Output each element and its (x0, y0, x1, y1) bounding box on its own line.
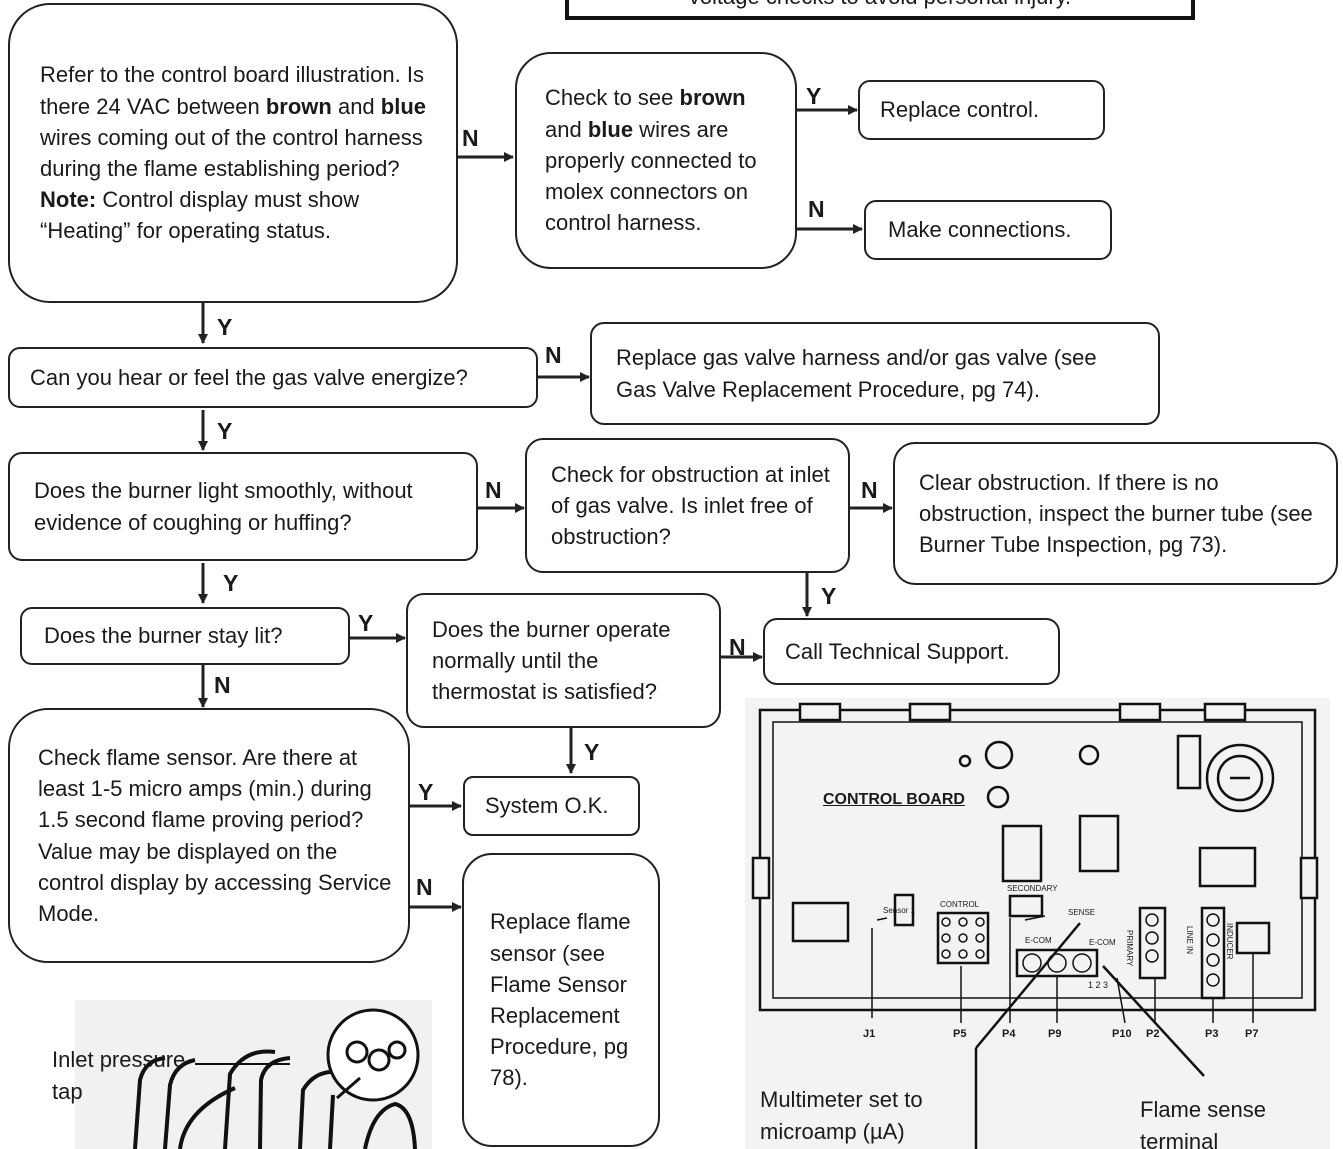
connector-label: J1 (863, 1028, 876, 1040)
control-board-drawing (751, 702, 1319, 1149)
inlet-callout-line (195, 1063, 290, 1065)
node-gas-valve-energize: Can you hear or feel the gas valve energ… (8, 347, 538, 408)
edge-label-yes: Y (418, 779, 434, 805)
gas-valve-drawing (133, 1008, 420, 1149)
label-ecom: E-COM (1025, 936, 1052, 945)
label-primary: PRIMARY (1125, 930, 1134, 967)
node-burner-light: Does the burner light smoothly, without … (8, 452, 478, 561)
gas-valve-illustration (75, 1000, 432, 1149)
edge-label-no: N (545, 342, 562, 368)
connector-label: P10 (1112, 1028, 1132, 1040)
connector-label: P5 (953, 1028, 967, 1040)
edge-label-yes: Y (217, 418, 233, 444)
node-clear-obstruction: Clear obstruction. If there is no obstru… (893, 442, 1338, 585)
connector-label: P3 (1205, 1028, 1219, 1040)
label-sensor: Sensor 1 (883, 906, 916, 915)
edge-label-no: N (214, 672, 231, 698)
node-check-wires: Check to see brown and blue wires are pr… (515, 52, 797, 269)
node-stay-lit: Does the burner stay lit? (20, 607, 350, 665)
edge-label-no: N (861, 477, 878, 503)
control-board-illustration: CONTROL BOARD Sensor 1 CONTROL SECONDARY… (745, 698, 1330, 1149)
connector-label: P4 (1002, 1028, 1016, 1040)
label-secondary: SECONDARY (1007, 884, 1058, 893)
edge-label-yes: Y (358, 610, 374, 636)
inlet-pressure-tap-callout: Inlet pressure tap (52, 1047, 186, 1104)
node-system-ok: System O.K. (463, 776, 640, 836)
warning-text: voltage checks to avoid personal injury. (689, 0, 1071, 9)
edge-label-yes: Y (806, 83, 822, 109)
label-sense: SENSE (1068, 908, 1096, 917)
node-make-connections: Make connections. (864, 200, 1112, 260)
label-line-in: LINE IN (1185, 926, 1194, 955)
node-check-obstruction: Check for obstruction at inlet of gas va… (525, 438, 850, 573)
label-pins: 1 2 3 (1088, 980, 1109, 990)
edge-label-yes: Y (584, 739, 600, 765)
flame-sense-callout: Flame sense terminal (1140, 1094, 1310, 1149)
node-call-support: Call Technical Support. (763, 618, 1060, 685)
edge-label-no: N (485, 477, 502, 503)
control-board-title: CONTROL BOARD (823, 791, 965, 808)
connector-label: P7 (1245, 1028, 1259, 1040)
edge-label-yes: Y (223, 570, 239, 596)
edge-label-no: N (462, 125, 479, 151)
node-replace-gas-valve: Replace gas valve harness and/or gas val… (590, 322, 1160, 425)
multimeter-callout: Multimeter set to microamp (µA) (760, 1084, 960, 1148)
node-replace-sensor: Replace flame sensor (see Flame Sensor R… (462, 853, 660, 1147)
label-inducer: INDUCER (1225, 923, 1234, 960)
warning-banner: voltage checks to avoid personal injury. (565, 0, 1195, 20)
edge-label-no: N (808, 196, 825, 222)
edge-label-no: N (729, 634, 746, 660)
label-ecom-2: E-COM (1089, 938, 1116, 947)
node-check-24vac: Refer to the control board illustration.… (8, 3, 458, 303)
connector-label: P9 (1048, 1028, 1062, 1040)
label-control: CONTROL (940, 900, 980, 909)
edge-label-yes: Y (217, 314, 233, 340)
edge-label-no: N (416, 874, 433, 900)
connector-label: P2 (1146, 1028, 1160, 1040)
edge-label-yes: Y (821, 583, 837, 609)
node-replace-control: Replace control. (858, 80, 1105, 140)
node-operate-normally: Does the burner operate normally until t… (406, 593, 721, 728)
node-flame-sensor: Check flame sensor. Are there at least 1… (8, 708, 410, 963)
